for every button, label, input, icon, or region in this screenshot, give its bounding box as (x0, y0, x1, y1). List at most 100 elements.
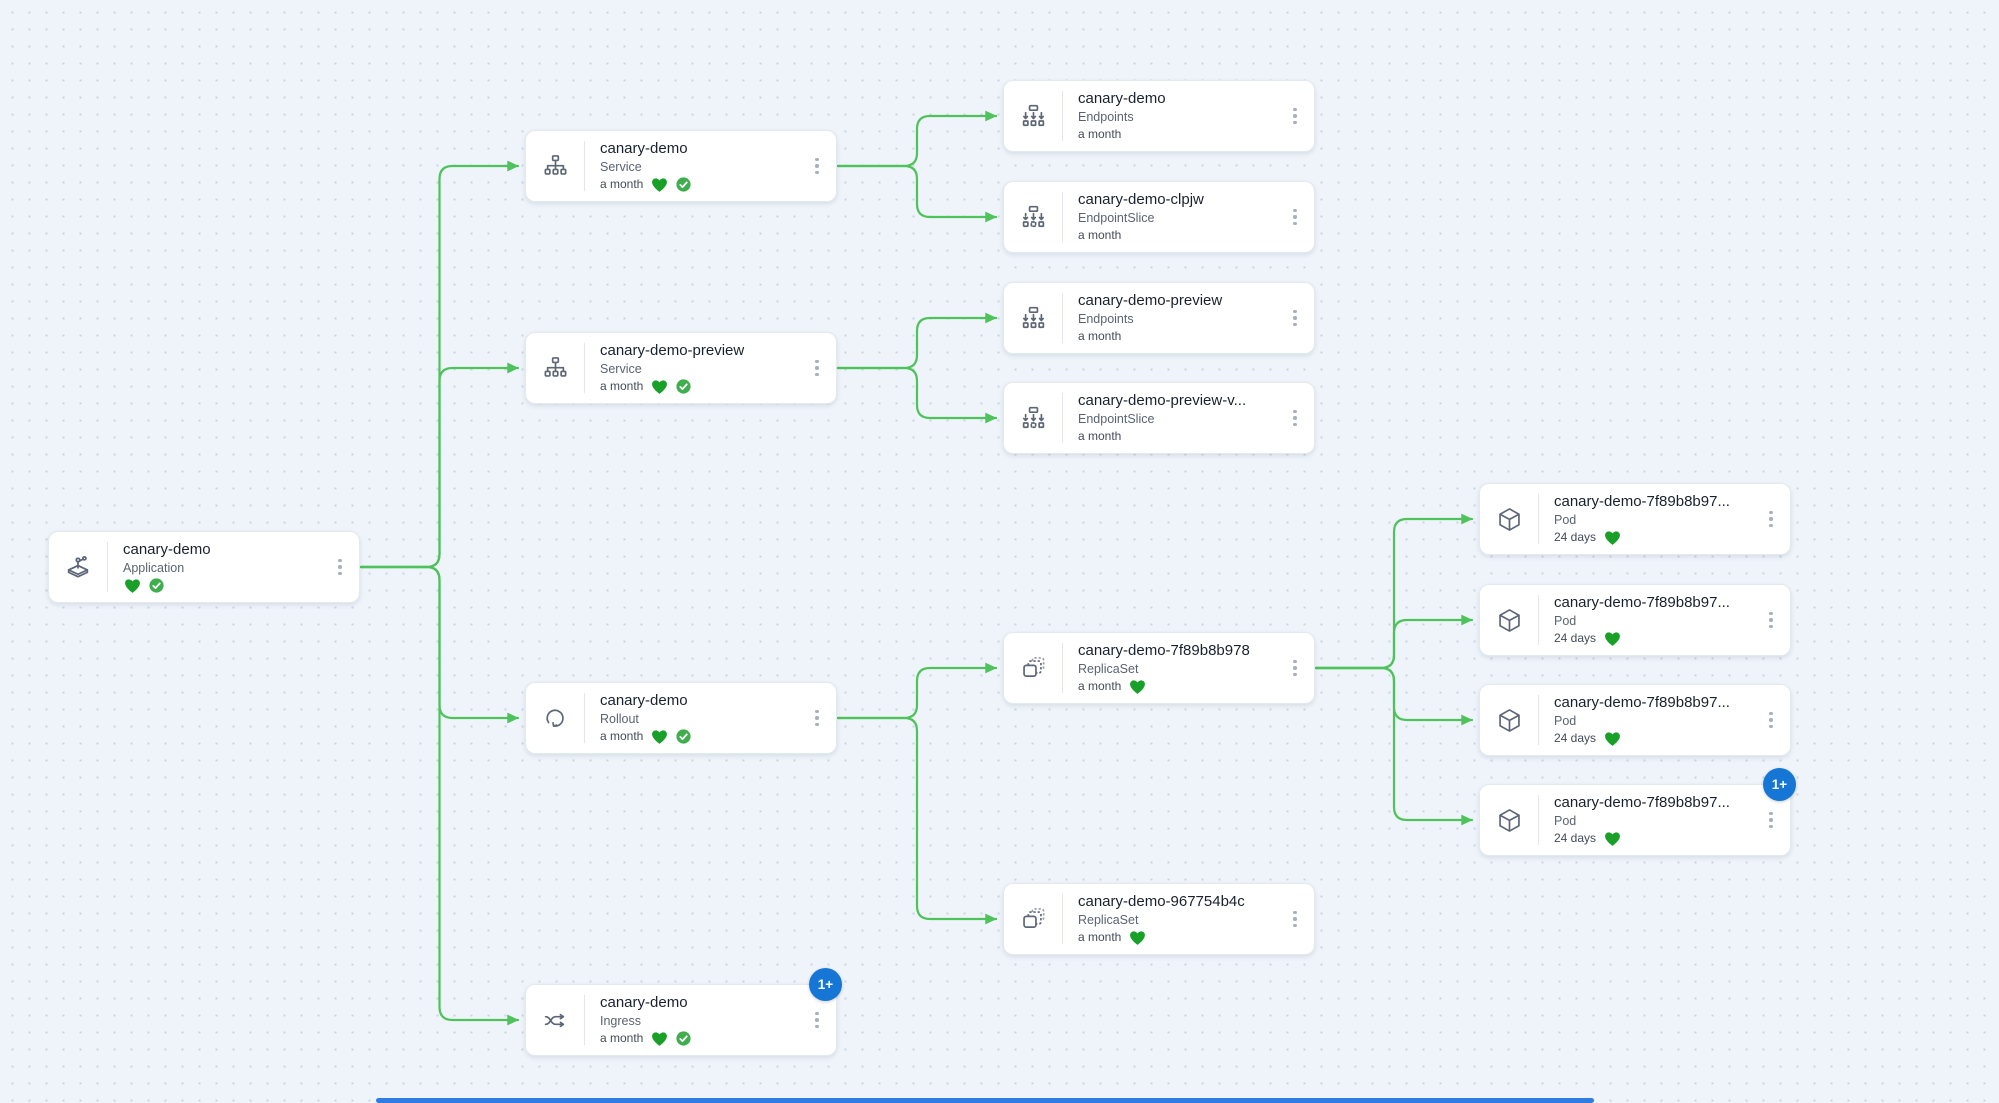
kebab-menu-icon[interactable] (1758, 611, 1784, 629)
resource-status-icons (1603, 730, 1622, 747)
resource-card-rs2[interactable]: canary-demo-967754b4c ReplicaSet a month (1003, 883, 1315, 955)
resource-card-svc2[interactable]: canary-demo-preview Service a month (525, 332, 837, 404)
resource-card-pod4[interactable]: canary-demo-7f89b8b97... Pod 24 days 1+ (1479, 768, 1796, 856)
kebab-menu-icon[interactable] (1282, 910, 1308, 928)
resource-name: canary-demo-7f89b8b97... (1554, 493, 1730, 510)
resource-meta: a month (1078, 929, 1278, 946)
kebab-menu-icon[interactable] (1758, 811, 1784, 829)
synced-check-icon (676, 177, 691, 192)
application-icon (64, 553, 92, 581)
edge-rollout-rs1 (836, 662, 998, 720)
resource-card-eps2[interactable]: canary-demo-preview-v... EndpointSlice a… (1003, 382, 1315, 454)
resource-text: canary-demo-7f89b8b97... Pod 24 days (1539, 587, 1758, 653)
kebab-menu-icon[interactable] (804, 359, 830, 377)
pod-icon (1496, 607, 1523, 634)
kebab-menu-icon[interactable] (804, 1011, 830, 1029)
resource-name: canary-demo-7f89b8b97... (1554, 794, 1730, 811)
resource-text: canary-demo-7f89b8b97... Pod 24 days (1539, 486, 1758, 552)
card-divider (1538, 494, 1539, 544)
kebab-menu-icon[interactable] (804, 157, 830, 175)
synced-check-icon (676, 379, 691, 394)
card-divider (1062, 192, 1063, 242)
resource-age: a month (600, 1031, 644, 1045)
resource-kind: Pod (1554, 714, 1577, 728)
resource-icon-zone (1480, 484, 1538, 554)
kebab-menu-icon[interactable] (804, 709, 830, 727)
healthy-heart-icon (652, 730, 668, 744)
resource-card-pod1[interactable]: canary-demo-7f89b8b97... Pod 24 days (1479, 483, 1791, 555)
resource-card-rollout[interactable]: canary-demo Rollout a month (525, 682, 837, 754)
resource-meta: a month (1078, 678, 1278, 695)
card-divider (1062, 293, 1063, 343)
resource-card-pod3[interactable]: canary-demo-7f89b8b97... Pod 24 days (1479, 684, 1791, 756)
kebab-menu-icon[interactable] (1282, 409, 1308, 427)
card-divider (1062, 393, 1063, 443)
resource-kind: Pod (1554, 614, 1577, 628)
resource-meta: a month (600, 728, 800, 745)
healthy-heart-icon (1605, 832, 1620, 846)
resource-age: a month (1078, 679, 1122, 693)
resource-card-ep1[interactable]: canary-demo Endpoints a month (1003, 80, 1315, 152)
edge-svc2-ep2 (836, 312, 998, 370)
resource-card-pod2[interactable]: canary-demo-7f89b8b97... Pod 24 days (1479, 584, 1791, 656)
resource-status-icons (1128, 678, 1147, 695)
resource-card-ep2[interactable]: canary-demo-preview Endpoints a month (1003, 282, 1315, 354)
resource-kind: Pod (1554, 513, 1577, 527)
resource-name: canary-demo (600, 692, 688, 709)
resource-name: canary-demo-clpjw (1078, 191, 1204, 208)
resource-card-ingress[interactable]: canary-demo Ingress a month 1+ (525, 968, 842, 1056)
resource-kind: Application (123, 561, 185, 575)
healthy-heart-icon (1130, 680, 1146, 694)
kebab-menu-icon[interactable] (327, 558, 353, 576)
resource-status-icons (1603, 529, 1622, 546)
service-icon (542, 355, 569, 382)
kebab-menu-icon[interactable] (1282, 107, 1308, 125)
resource-status-icons (1603, 830, 1622, 847)
resource-icon-zone (1480, 785, 1538, 855)
resource-card-app[interactable]: canary-demo Application (48, 531, 360, 603)
card-divider (1062, 91, 1063, 141)
resource-meta: 24 days (1554, 630, 1754, 647)
resource-name: canary-demo-preview (1078, 292, 1223, 309)
edge-rs1-pod3 (1314, 666, 1474, 726)
more-items-badge[interactable]: 1+ (809, 968, 842, 1001)
healthy-heart-icon (652, 178, 668, 192)
resource-name: canary-demo-preview-v... (1078, 392, 1247, 409)
kebab-menu-icon[interactable] (1282, 208, 1308, 226)
resource-meta: a month (600, 176, 800, 193)
resource-name: canary-demo (600, 994, 688, 1011)
kebab-menu-icon[interactable] (1282, 659, 1308, 677)
endpointslice-icon (1020, 405, 1047, 432)
resource-age: a month (1078, 228, 1122, 242)
resource-status-icons (650, 1030, 692, 1047)
kebab-menu-icon[interactable] (1758, 711, 1784, 729)
resource-icon-zone (526, 985, 584, 1055)
resource-icon-zone (526, 131, 584, 201)
more-items-badge[interactable]: 1+ (1763, 768, 1796, 801)
card-divider (1538, 595, 1539, 645)
resource-card-rs1[interactable]: canary-demo-7f89b8b978 ReplicaSet a mont… (1003, 632, 1315, 704)
edge-app-svc1 (359, 160, 520, 569)
resource-status-icons (123, 577, 165, 594)
ingress-icon (542, 1007, 569, 1034)
resource-kind: EndpointSlice (1078, 412, 1155, 426)
resource-card-svc1[interactable]: canary-demo Service a month (525, 130, 837, 202)
horizontal-scrollbar-thumb[interactable] (376, 1098, 1594, 1103)
kebab-menu-icon[interactable] (1282, 309, 1308, 327)
card-divider (1062, 643, 1063, 693)
resource-age: 24 days (1554, 731, 1597, 745)
edge-app-rollout (359, 565, 520, 724)
replicaset-icon (1020, 906, 1047, 933)
resource-card-eps1[interactable]: canary-demo-clpjw EndpointSlice a month (1003, 181, 1315, 253)
resource-status-icons (1603, 630, 1622, 647)
resource-meta: a month (1078, 126, 1278, 143)
endpointslice-icon (1020, 204, 1047, 231)
resource-text: canary-demo-clpjw EndpointSlice a month (1063, 184, 1282, 250)
kebab-menu-icon[interactable] (1758, 510, 1784, 528)
resource-kind: Pod (1554, 814, 1577, 828)
endpoints-icon (1020, 103, 1047, 130)
resource-name: canary-demo-7f89b8b97... (1554, 694, 1730, 711)
synced-check-icon (149, 578, 164, 593)
resource-text: canary-demo-7f89b8b978 ReplicaSet a mont… (1063, 635, 1282, 701)
